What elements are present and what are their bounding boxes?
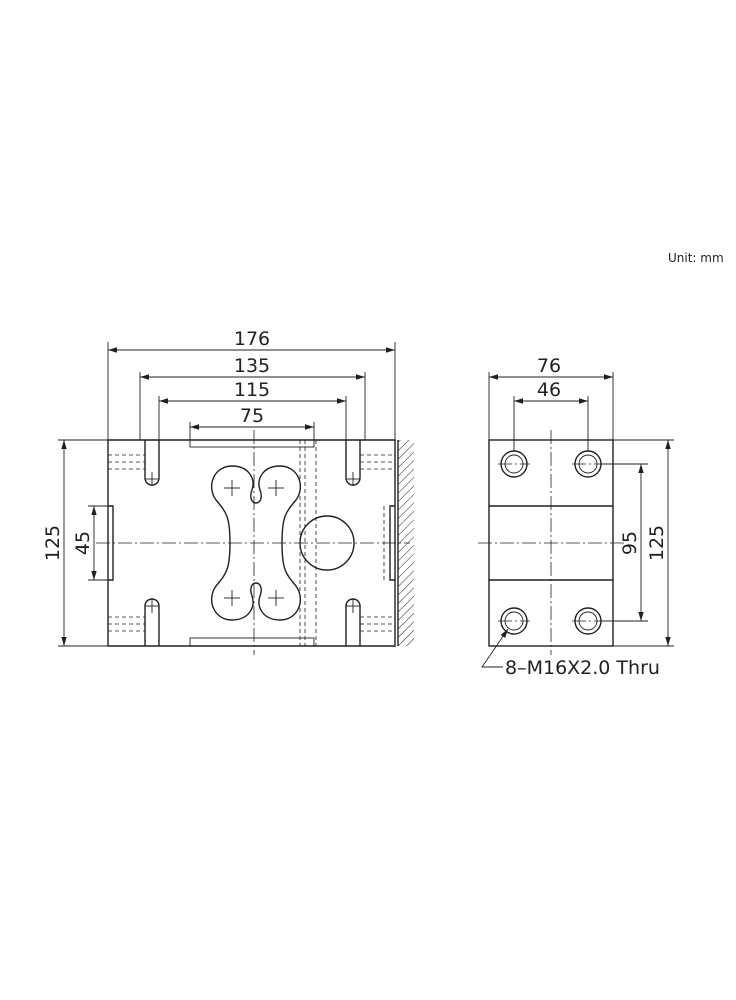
thread-note: 8–M16X2.0 Thru (505, 657, 660, 679)
unit-label: Unit: mm (668, 251, 724, 265)
pocket-crosses (224, 480, 284, 606)
front-view: 176 135 115 75 125 45 (42, 328, 414, 655)
dim-95: 95 (619, 531, 641, 555)
dim-125-front: 125 (42, 525, 64, 561)
bottom-recess (189, 637, 315, 647)
dim-135: 135 (234, 355, 270, 377)
end-thread-holes (108, 454, 395, 632)
thread-note-leader (481, 628, 509, 668)
dim-176: 176 (234, 328, 270, 350)
dim-125-side: 125 (646, 525, 668, 561)
dim-115: 115 (234, 379, 270, 401)
dim-76: 76 (537, 355, 561, 377)
dim-46: 46 (537, 379, 561, 401)
side-view: 76 46 95 125 8–M16X2.0 Thru (478, 355, 674, 679)
top-recess (189, 439, 315, 448)
dim-75: 75 (240, 405, 264, 427)
strain-gauge-pocket (211, 465, 301, 621)
dim-45: 45 (72, 531, 94, 555)
